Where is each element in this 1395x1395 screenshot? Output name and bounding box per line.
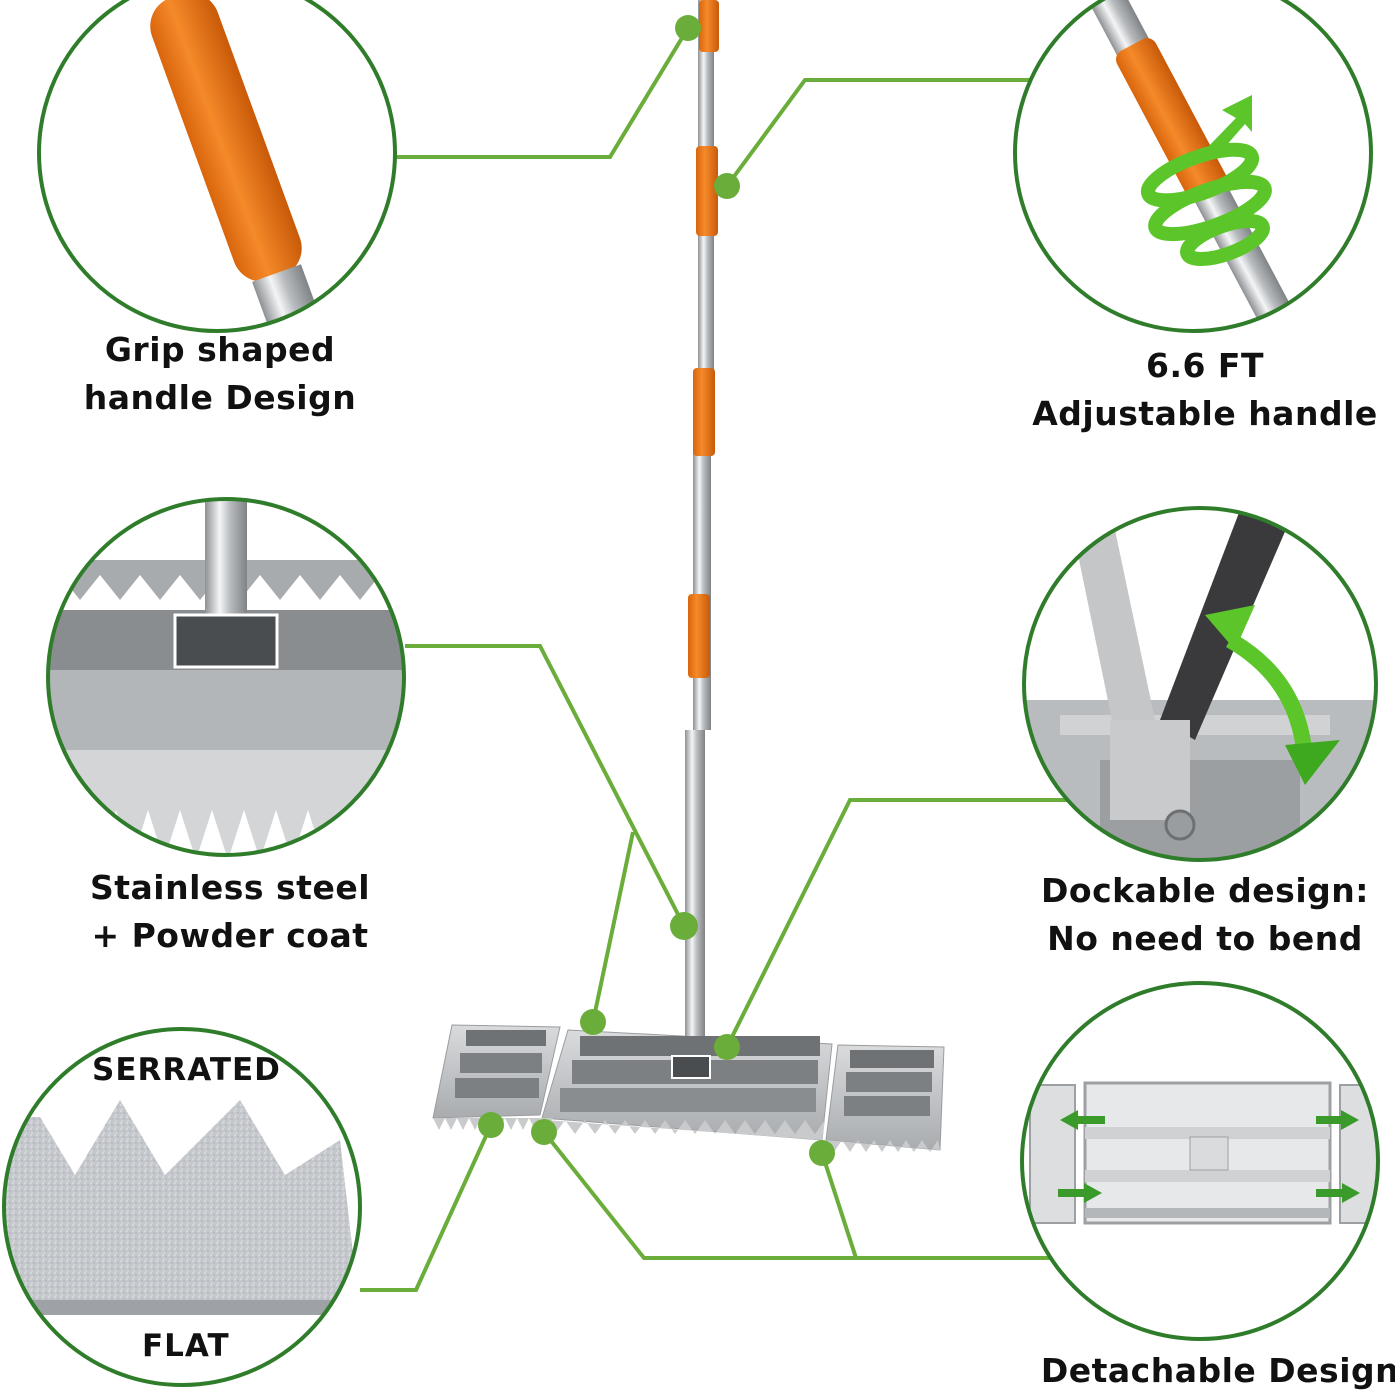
feature-circle-detachable bbox=[1020, 981, 1380, 1341]
dot-material bbox=[670, 912, 698, 940]
grip-4 bbox=[688, 594, 710, 678]
dot-adjustable bbox=[714, 173, 740, 199]
rake-teeth bbox=[433, 1118, 553, 1130]
dot-material-2 bbox=[580, 1009, 606, 1035]
dot-grip bbox=[675, 15, 701, 41]
dot-dockable bbox=[714, 1034, 740, 1060]
dot-edges bbox=[478, 1112, 504, 1138]
rake-tool bbox=[432, 0, 945, 1152]
grip-handle-closeup bbox=[150, 0, 302, 282]
dot-detachable-2 bbox=[809, 1140, 835, 1166]
dot-detachable bbox=[531, 1119, 557, 1145]
connector-material bbox=[405, 644, 686, 927]
feature-circle-edges bbox=[2, 1027, 362, 1387]
feature-circle-grip bbox=[37, 0, 397, 333]
pole-lower bbox=[685, 730, 705, 1060]
spiral-arrow-icon bbox=[1140, 142, 1272, 266]
label-adjustable: 6.6 FT Adjustable handle bbox=[1032, 346, 1378, 433]
label-serrated: SERRATED bbox=[92, 1052, 281, 1088]
feature-circle-material bbox=[46, 497, 406, 857]
connector-edges bbox=[360, 1124, 493, 1292]
grip-2 bbox=[696, 146, 718, 236]
grip-top bbox=[699, 0, 719, 52]
label-detachable: Detachable Design bbox=[1040, 1351, 1395, 1390]
label-flat: FLAT bbox=[142, 1328, 230, 1364]
label-material: Stainless steel + Powder coat bbox=[89, 868, 371, 955]
label-grip: Grip shaped handle Design bbox=[83, 330, 357, 417]
connector-detachable-2 bbox=[820, 1152, 858, 1259]
connector-dockable bbox=[725, 798, 1068, 1048]
serrated-edge-closeup bbox=[4, 1100, 360, 1315]
feature-circle-adjustable bbox=[1013, 0, 1373, 333]
connector-lines bbox=[360, 26, 1068, 1292]
curved-double-arrow-icon bbox=[1225, 633, 1313, 761]
connector-dots bbox=[478, 15, 835, 1166]
grip-3 bbox=[693, 368, 715, 456]
connector-material-2 bbox=[591, 831, 635, 1023]
connector-detachable bbox=[542, 1130, 1050, 1260]
connector-grip bbox=[395, 26, 690, 159]
rake-head bbox=[432, 1024, 945, 1152]
connector-adjustable bbox=[725, 78, 1030, 188]
bracket-closeup bbox=[48, 499, 404, 855]
label-dockable: Dockable design: No need to bend bbox=[1041, 871, 1369, 958]
feature-circle-dockable bbox=[1022, 506, 1378, 862]
detach-arrows-icon bbox=[1058, 1110, 1360, 1203]
